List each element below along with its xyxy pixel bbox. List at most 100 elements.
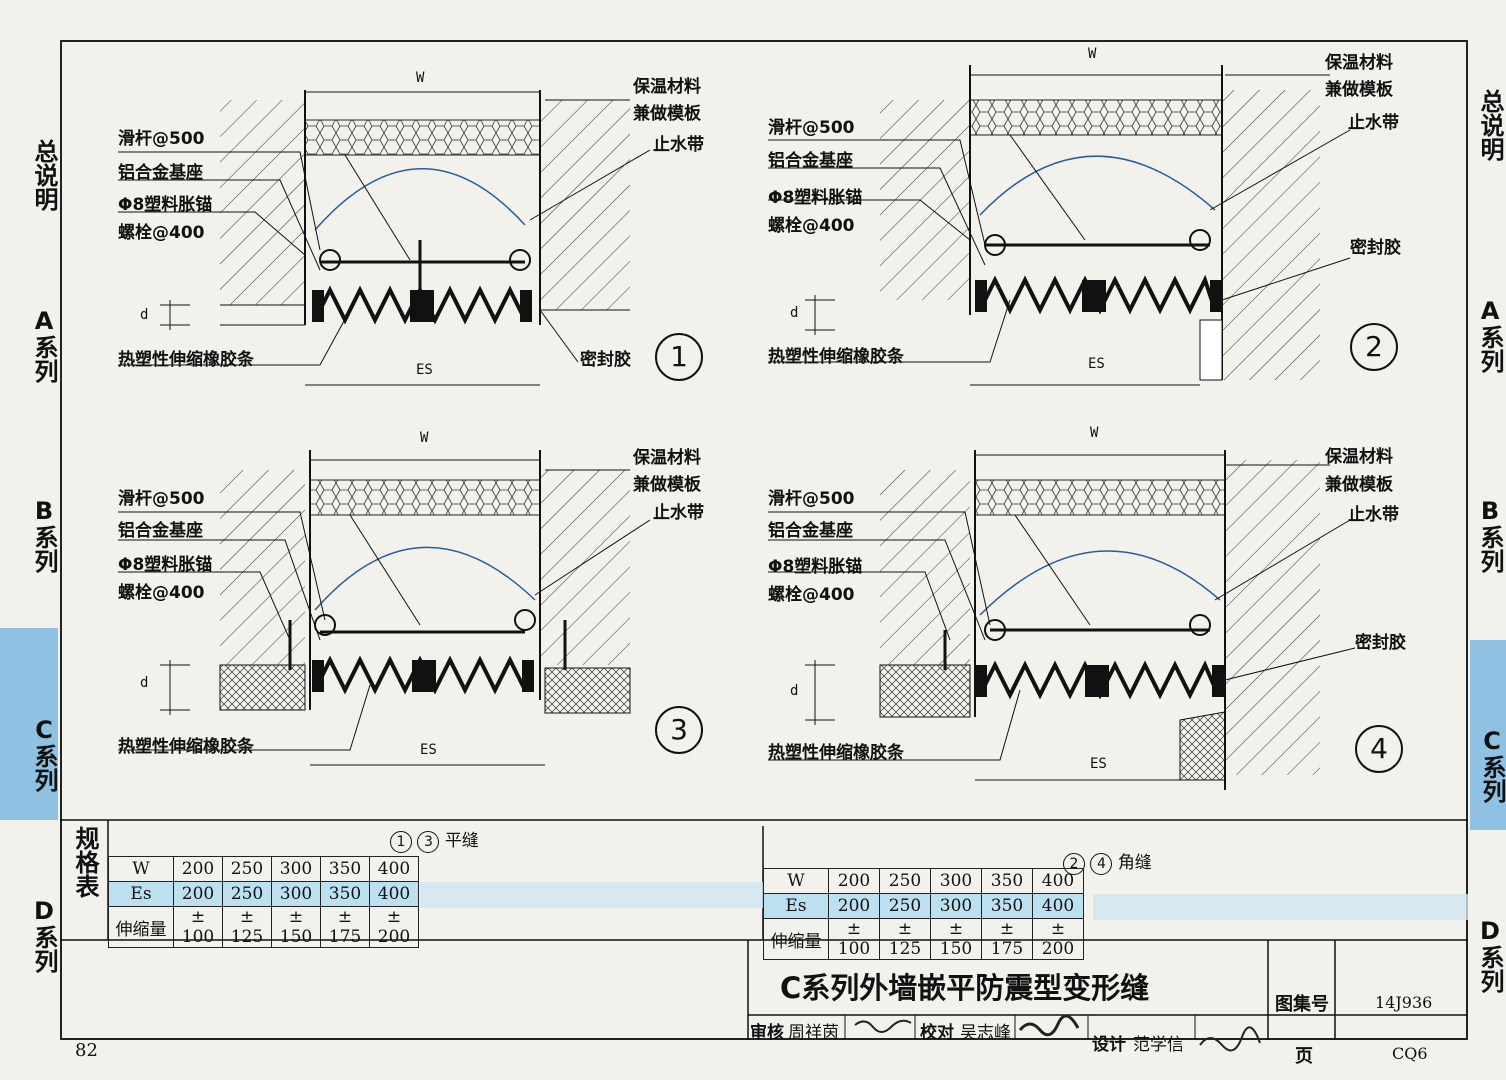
detail-number-2: 2 xyxy=(1350,323,1398,371)
label-waterstop-4: 止水带 xyxy=(1348,505,1399,525)
drawing-title: C系列外墙嵌平防震型变形缝 xyxy=(780,971,1150,1005)
review-name: 周祥茵 xyxy=(788,1023,839,1043)
cell: 350 xyxy=(981,893,1033,919)
dim-d-2: d xyxy=(790,305,799,321)
dim-es-1: ES xyxy=(416,362,433,378)
insulation-panel-right-4 xyxy=(1179,711,1226,781)
flat-joint-text: 平缝 xyxy=(444,831,479,851)
right-side-tab-d[interactable]: D系列 xyxy=(1476,917,1504,993)
label-sealant-1: 密封胶 xyxy=(580,350,631,370)
dim-d-3: d xyxy=(140,675,149,691)
label-formwork-3: 兼做模板 xyxy=(633,475,701,495)
table-row: 伸缩量 ± 100 ± 125 ± 150 ± 175 ± 200 xyxy=(108,906,419,948)
cell: 300 xyxy=(271,856,321,882)
detail-number-4: 4 xyxy=(1355,725,1403,773)
dim-es-4: ES xyxy=(1090,756,1107,772)
waterstop-4 xyxy=(979,550,1221,616)
cell: ± 175 xyxy=(320,906,370,948)
label-insulation-1: 保温材料 xyxy=(633,77,701,97)
table-row: Es 200 250 300 350 400 xyxy=(108,881,419,907)
label-slide-bar-2: 滑杆@500 xyxy=(768,118,855,138)
label-anchor-3: Φ8塑料胀锚 xyxy=(118,555,213,575)
leader-lines xyxy=(118,74,1356,761)
cell: 200 xyxy=(173,881,223,907)
label-base-1: 铝合金基座 xyxy=(118,163,203,183)
label-waterstop-3: 止水带 xyxy=(653,503,704,523)
label-rubber-4: 热塑性伸缩橡胶条 xyxy=(768,743,904,763)
waterstop-3 xyxy=(314,546,536,611)
table-row: W 200 250 300 350 400 xyxy=(108,856,419,882)
cell: 350 xyxy=(320,856,370,882)
insulation-2 xyxy=(969,99,1223,136)
right-side-tab-b[interactable]: B系列 xyxy=(1476,497,1504,573)
wall-right-3 xyxy=(540,470,630,665)
label-rubber-3: 热塑性伸缩橡胶条 xyxy=(118,737,254,757)
dim-d-1: d xyxy=(140,307,149,323)
row-label: W xyxy=(108,856,174,882)
detail-2 xyxy=(880,65,1320,386)
label-formwork-4: 兼做模板 xyxy=(1325,475,1393,495)
cell: 250 xyxy=(222,881,272,907)
side-tab-d[interactable]: D系列 xyxy=(30,897,58,973)
label-base-3: 铝合金基座 xyxy=(118,521,203,541)
table-highlight-band-left xyxy=(420,882,763,908)
cell: 350 xyxy=(981,868,1033,894)
row-label: W xyxy=(763,868,829,894)
row-label: 伸缩量 xyxy=(108,906,174,948)
cell: 250 xyxy=(222,856,272,882)
cell: 200 xyxy=(828,893,880,919)
cell: 300 xyxy=(930,893,982,919)
dim-d-4: d xyxy=(790,683,799,699)
cell: 250 xyxy=(879,893,931,919)
wall-right-4 xyxy=(1225,460,1320,775)
right-side-tab-c[interactable]: C系列 xyxy=(1470,640,1506,830)
cell: 400 xyxy=(369,881,419,907)
cell: ± 200 xyxy=(1032,918,1084,960)
waterstop-1 xyxy=(314,168,526,231)
wall-left-4 xyxy=(880,470,970,665)
cell: 250 xyxy=(879,868,931,894)
design-label: 设计 xyxy=(1092,1035,1126,1055)
table-highlight-band-right xyxy=(1093,894,1468,920)
side-tab-general[interactable]: 总说明 xyxy=(30,139,58,211)
flat-spec-table: W 200 250 300 350 400 Es 200 250 300 350… xyxy=(108,856,419,948)
detail-1 xyxy=(220,90,630,386)
cell: 300 xyxy=(930,868,982,894)
design-name: 范学信 xyxy=(1133,1035,1184,1055)
dim-w-1: W xyxy=(416,70,425,86)
row-label: Es xyxy=(108,881,174,907)
right-side-tab-a[interactable]: A系列 xyxy=(1476,297,1504,373)
insulation-panel-left-4 xyxy=(879,664,971,718)
wall-left-2 xyxy=(880,100,970,300)
side-tab-c[interactable]: C系列 xyxy=(0,628,58,820)
row-label: 伸缩量 xyxy=(763,918,829,960)
label-sealant-4: 密封胶 xyxy=(1355,633,1406,653)
cell: 350 xyxy=(320,881,370,907)
wall-left-1 xyxy=(220,100,305,305)
label-bolt-2: 螺栓@400 xyxy=(768,216,855,236)
side-tab-b[interactable]: B系列 xyxy=(30,497,58,573)
check-label: 校对 xyxy=(920,1023,954,1043)
label-waterstop-1: 止水带 xyxy=(653,135,704,155)
label-rubber-2: 热塑性伸缩橡胶条 xyxy=(768,347,904,367)
label-bolt-3: 螺栓@400 xyxy=(118,583,205,603)
label-anchor-2: Φ8塑料胀锚 xyxy=(768,188,863,208)
table-row: 伸缩量 ± 100 ± 125 ± 150 ± 175 ± 200 xyxy=(763,918,1084,960)
label-insulation-2: 保温材料 xyxy=(1325,53,1393,73)
cell: 300 xyxy=(271,881,321,907)
detail-number-3: 3 xyxy=(655,706,703,754)
flat-circle-3: 3 xyxy=(417,831,440,853)
page-label: 页 xyxy=(1295,1046,1313,1067)
insulation-4 xyxy=(974,479,1226,516)
right-side-tab-general[interactable]: 总说明 xyxy=(1476,89,1504,161)
side-tab-a[interactable]: A系列 xyxy=(30,307,58,383)
cell: ± 175 xyxy=(981,918,1033,960)
label-anchor-4: Φ8塑料胀锚 xyxy=(768,557,863,577)
label-waterstop-2: 止水带 xyxy=(1348,113,1399,133)
label-formwork-2: 兼做模板 xyxy=(1325,80,1393,100)
waterstop-2 xyxy=(979,155,1216,216)
label-slide-bar-3: 滑杆@500 xyxy=(118,489,205,509)
insulation-panel-left-3 xyxy=(219,664,306,711)
spec-table-title: 规格表 xyxy=(71,826,99,898)
